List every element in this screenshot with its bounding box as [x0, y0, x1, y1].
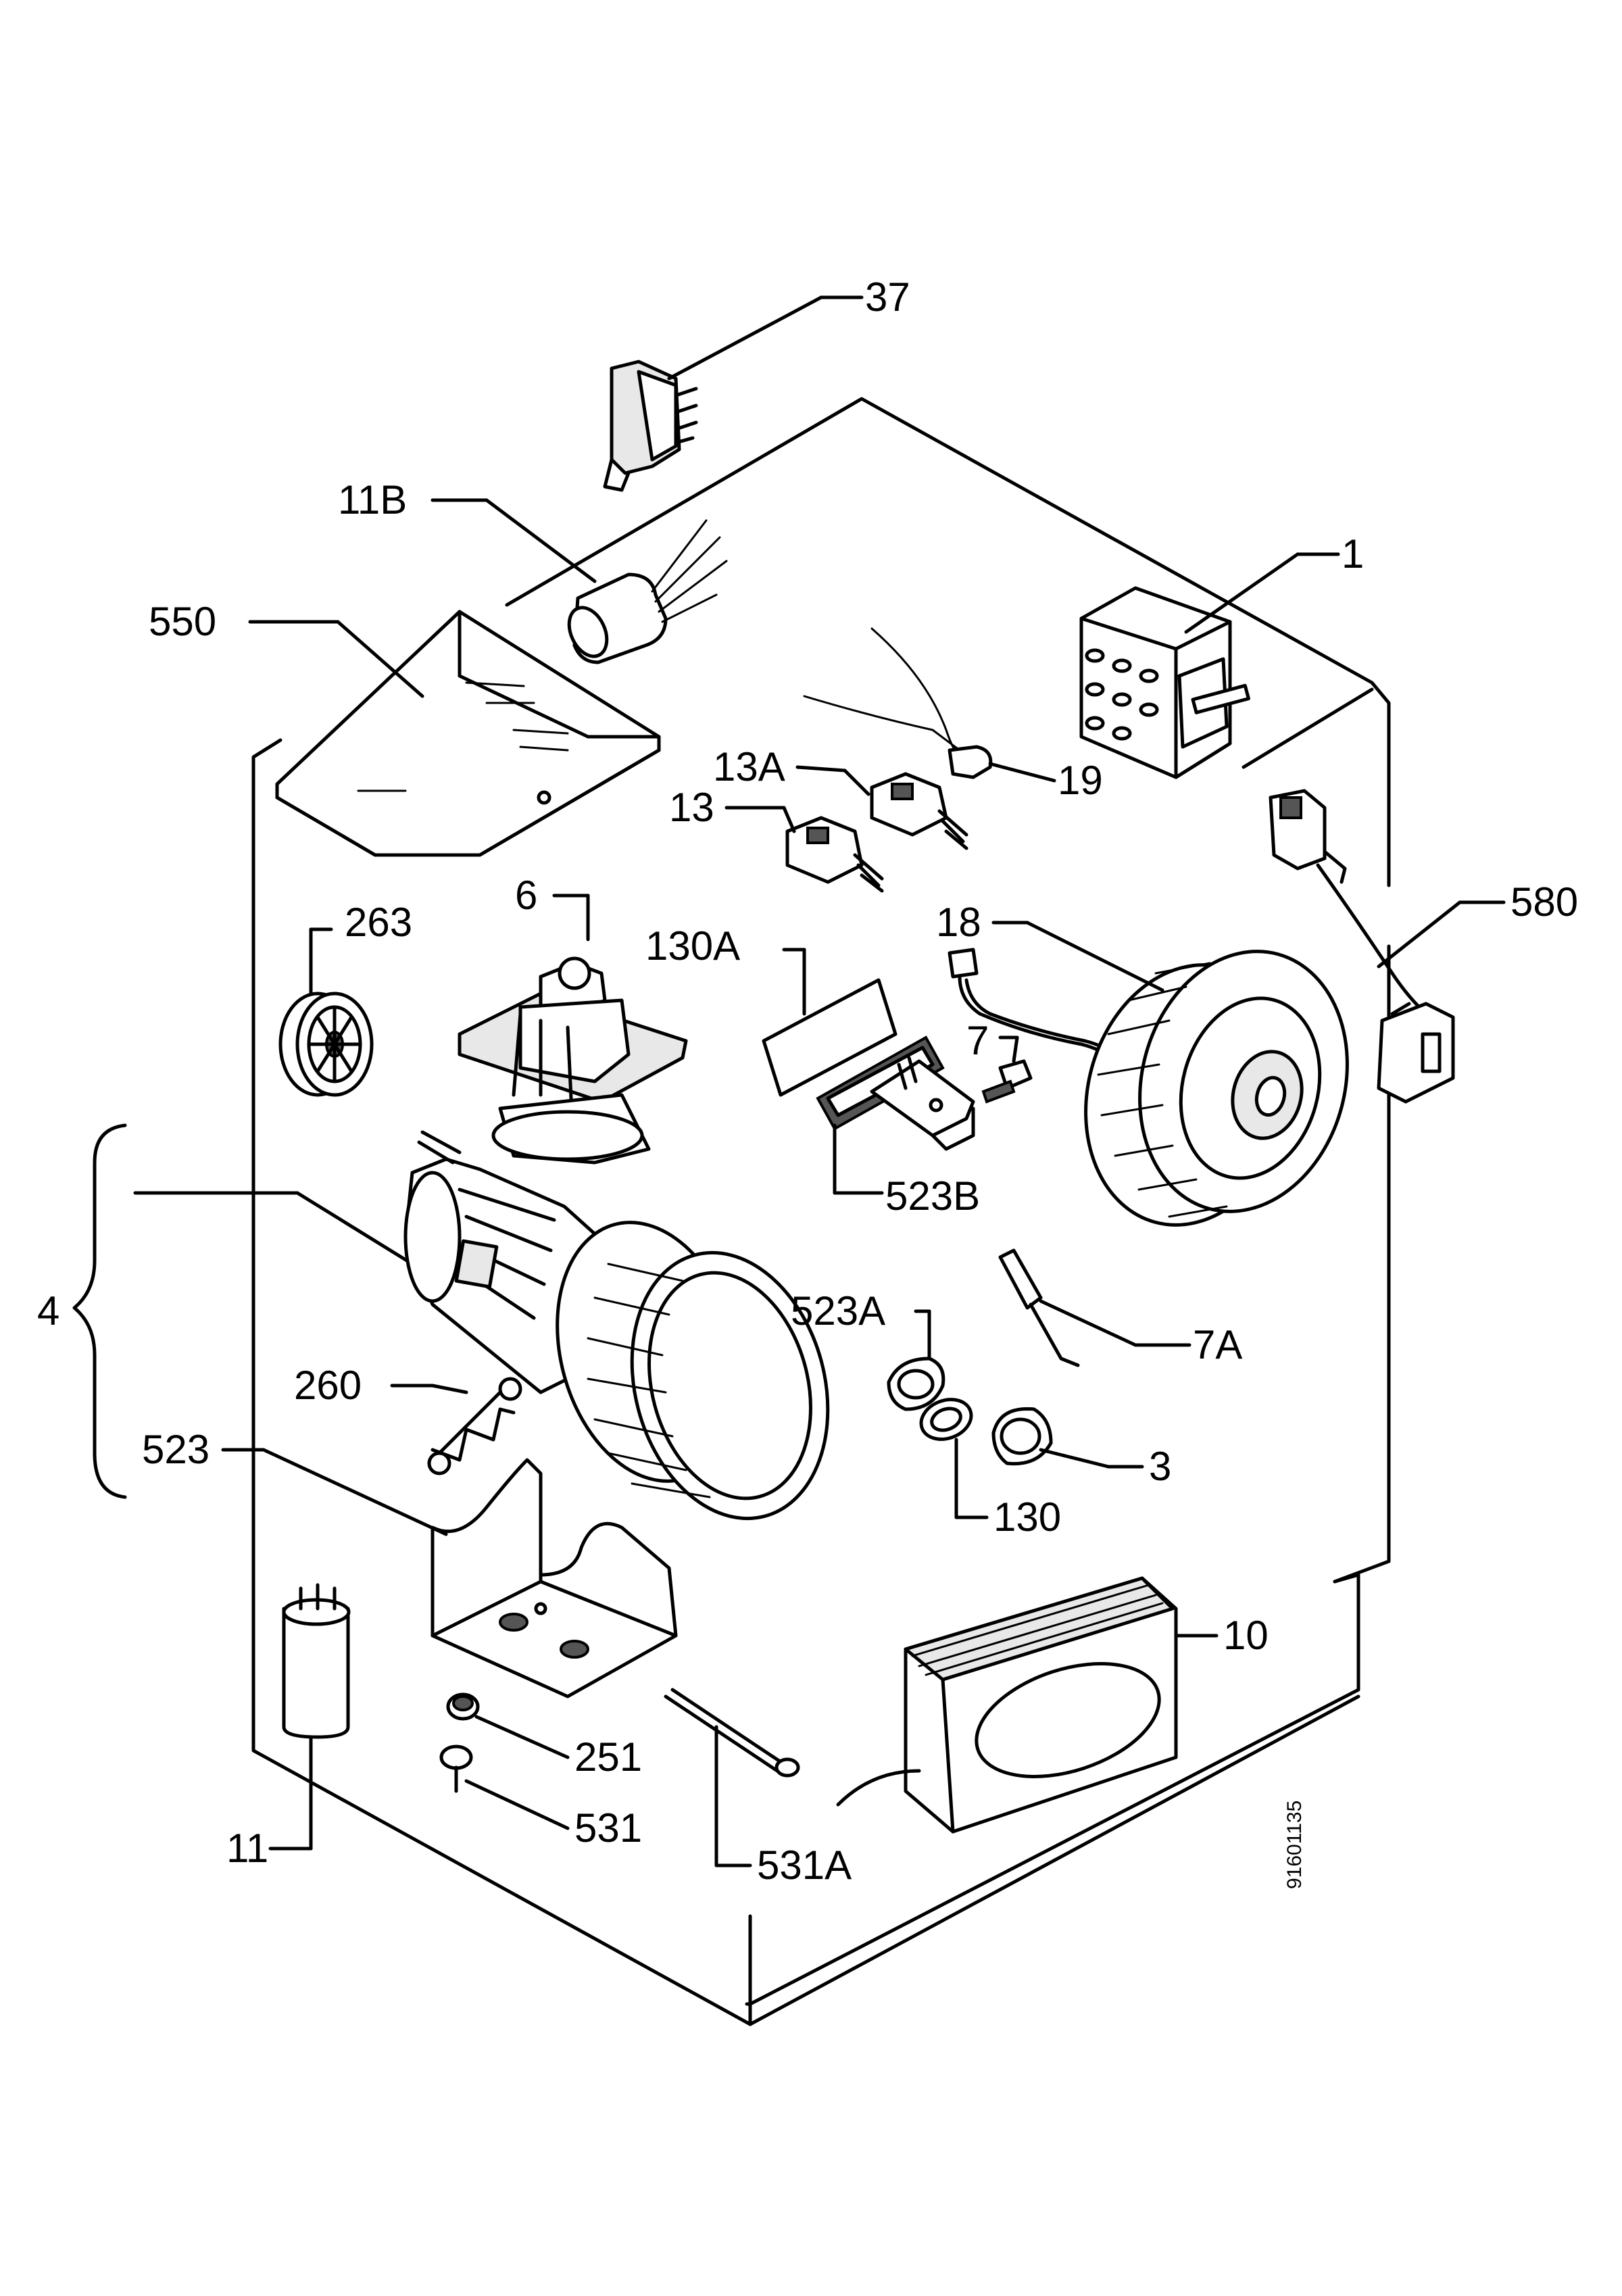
label-130a: 130A [645, 923, 740, 969]
part-6-heater-assembly [458, 894, 688, 1165]
part-11-capacitor [268, 1583, 351, 1851]
part-263-pulley [278, 927, 374, 1097]
part-580-thermostat [1269, 789, 1506, 1104]
part-19-sensor [803, 627, 1056, 783]
label-7a: 7A [1193, 1322, 1242, 1367]
label-523: 523 [142, 1427, 210, 1472]
label-130: 130 [993, 1494, 1061, 1540]
label-6: 6 [515, 873, 537, 918]
cabinet-outline [251, 397, 1391, 2026]
label-550: 550 [149, 599, 216, 644]
part-1-timer-unit [1079, 552, 1340, 779]
part-10-heating-element [836, 1576, 1219, 1834]
label-263: 263 [345, 900, 412, 945]
label-18: 18 [936, 900, 981, 945]
label-11b: 11B [338, 477, 407, 522]
label-260: 260 [294, 1363, 362, 1408]
part-531-bolt [439, 1744, 570, 1830]
label-11: 11 [226, 1826, 268, 1871]
part-523-motor-cradle [221, 1448, 678, 1699]
part-130a-gasket [762, 948, 898, 1097]
label-10: 10 [1223, 1613, 1269, 1658]
label-19: 19 [1058, 758, 1103, 803]
label-523b: 523B [885, 1173, 980, 1219]
drawing-code: 91601135 [1283, 1801, 1306, 1889]
fan-wheel-blades [1097, 962, 1228, 1218]
label-251: 251 [574, 1734, 642, 1780]
part-260-spring [390, 1377, 522, 1475]
label-13a: 13A [713, 744, 785, 789]
part-523b-bracket [816, 1035, 975, 1195]
part-11b-suppressor [431, 498, 728, 664]
part-7a-cable [998, 1248, 1191, 1367]
label-1: 1 [1342, 531, 1364, 577]
label-580: 580 [1510, 879, 1578, 925]
label-531: 531 [574, 1805, 642, 1851]
part-7-connector [981, 1035, 1033, 1104]
label-523a: 523A [791, 1288, 885, 1334]
label-13: 13 [669, 785, 714, 830]
part-13a-switch [795, 765, 968, 850]
label-7: 7 [966, 1018, 989, 1063]
timer-contacts [1085, 648, 1159, 741]
part-523a-clamp [887, 1309, 945, 1411]
part-4-motor-assembly [72, 1123, 830, 1521]
motor-fan-blades [587, 1263, 711, 1498]
part-531a-long-bolt [664, 1688, 800, 1867]
label-37: 37 [865, 274, 910, 320]
part-550-cover-plate [248, 610, 661, 857]
part-18-fan-wheel [948, 921, 1349, 1227]
label-3: 3 [1149, 1444, 1171, 1489]
label-531a: 531A [757, 1842, 852, 1888]
part-3-clamp [991, 1407, 1144, 1469]
part-37-connector-block [603, 295, 864, 492]
callout-labels: 37 11B 1 550 13A 19 13 580 6 263 130A 18… [37, 274, 1578, 1889]
part-13-switch [724, 806, 884, 893]
label-4: 4 [37, 1288, 59, 1334]
part-130-gasket-ring [919, 1398, 989, 1519]
part-251-nut [446, 1692, 570, 1759]
